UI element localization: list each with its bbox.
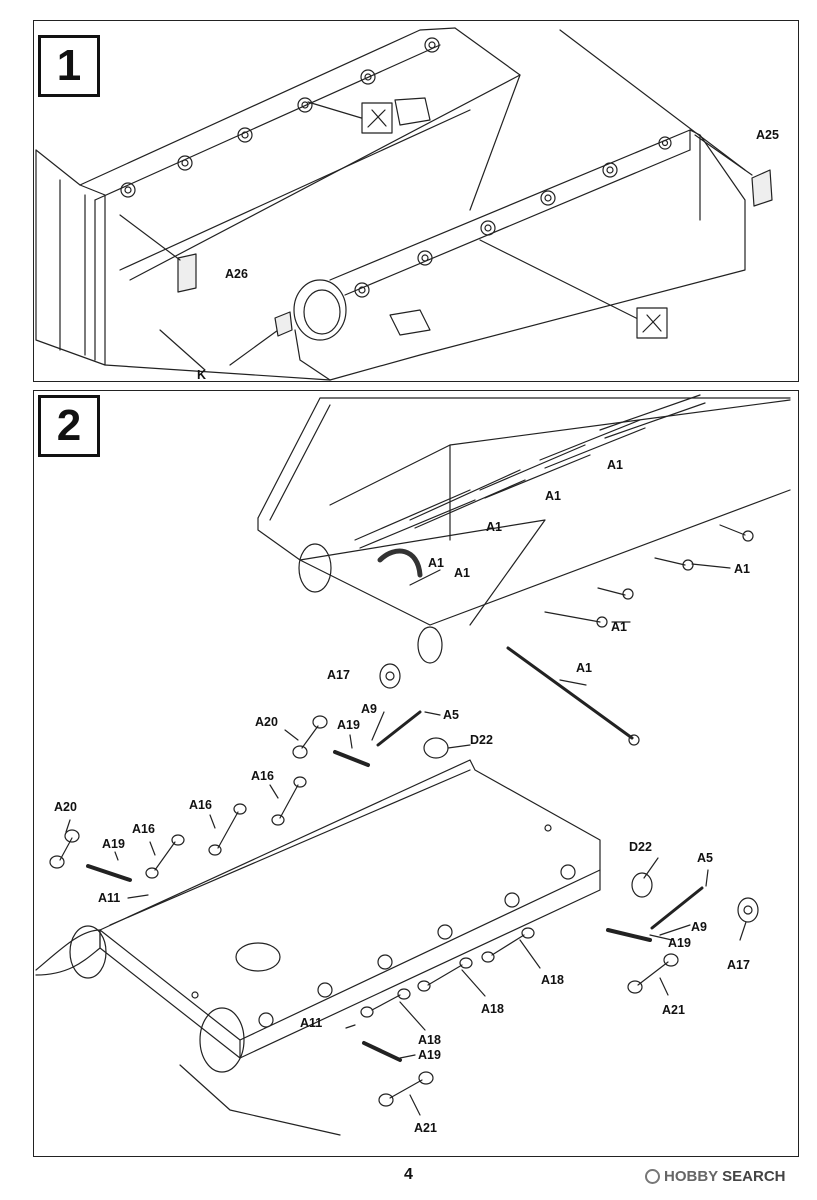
part-label-a5: A5 xyxy=(443,708,459,722)
part-label-a5: A5 xyxy=(697,851,713,865)
part-label-a20: A20 xyxy=(54,800,77,814)
hull-interior-step2 xyxy=(257,394,791,746)
page-number: 4 xyxy=(404,1166,413,1183)
part-label-a1: A1 xyxy=(454,566,470,580)
part-label-a20: A20 xyxy=(255,715,278,729)
part-label-a26: A26 xyxy=(225,267,248,281)
part-label-a1: A1 xyxy=(734,562,750,576)
part-label-a1: A1 xyxy=(607,458,623,472)
step-1-number: 1 xyxy=(38,35,100,97)
part-label-a16: A16 xyxy=(132,822,155,836)
step-2-frame xyxy=(33,390,799,1157)
part-label-a21: A21 xyxy=(662,1003,685,1017)
watermark-logo-text: HOBBY xyxy=(664,1168,719,1185)
part-label-k: K xyxy=(197,368,207,382)
part-label-a9: A9 xyxy=(361,702,377,716)
part-label-a1: A1 xyxy=(486,520,502,534)
part-label-a11: A11 xyxy=(300,1016,323,1030)
hull-side-step1 xyxy=(35,27,773,381)
part-label-a19: A19 xyxy=(337,718,360,732)
part-label-a19: A19 xyxy=(418,1048,441,1062)
part-label-a17: A17 xyxy=(327,668,350,682)
part-label-a1: A1 xyxy=(545,489,561,503)
part-label-d22: D22 xyxy=(470,733,493,747)
step-1-frame xyxy=(33,20,799,382)
part-label-a11: A11 xyxy=(98,891,121,905)
watermark: HOBBY SEARCH xyxy=(645,1168,786,1185)
mount-row-upper xyxy=(120,37,440,198)
step-2-number: 2 xyxy=(38,395,100,457)
part-label-a1: A1 xyxy=(428,556,444,570)
part-label-a16: A16 xyxy=(251,769,274,783)
part-label-a21: A21 xyxy=(414,1121,437,1135)
lower-hull-step2 xyxy=(35,663,759,1136)
part-label-a19: A19 xyxy=(102,837,125,851)
part-label-a9: A9 xyxy=(691,920,707,934)
part-label-a25: A25 xyxy=(756,128,779,142)
hobbysearch-logo-icon xyxy=(645,1169,660,1184)
part-label-a18: A18 xyxy=(481,1002,504,1016)
part-label-d22: D22 xyxy=(629,840,652,854)
part-label-a1: A1 xyxy=(611,620,627,634)
part-label-a18: A18 xyxy=(418,1033,441,1047)
part-label-a1: A1 xyxy=(576,661,592,675)
part-label-a17: A17 xyxy=(727,958,750,972)
watermark-text: SEARCH xyxy=(722,1168,786,1185)
mount-row-lower xyxy=(354,136,672,298)
part-label-a19: A19 xyxy=(668,936,691,950)
part-label-a16: A16 xyxy=(189,798,212,812)
part-label-a18: A18 xyxy=(541,973,564,987)
